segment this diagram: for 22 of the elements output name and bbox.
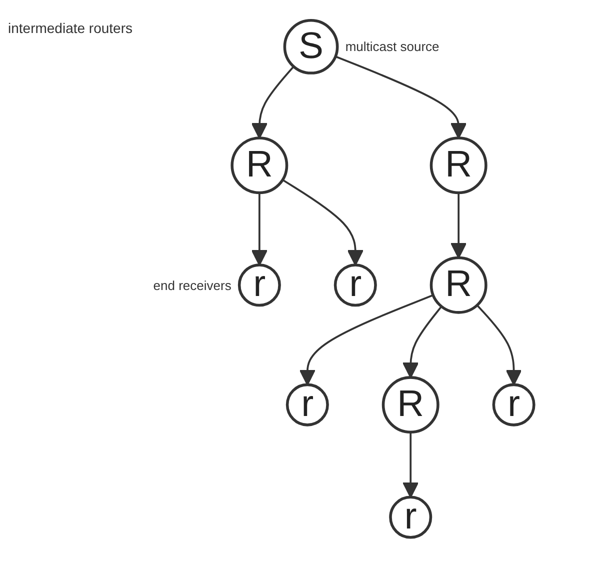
node-circle: R [430,256,488,314]
arrow [450,192,467,258]
node-circle: S [283,19,339,74]
node-circle: r [334,264,377,307]
arrow [335,56,467,139]
arrow [251,192,268,266]
annotation-text: end receivers [153,278,232,293]
node-circle: r [286,383,329,426]
arrow [402,306,442,378]
node-circle: r [238,264,281,307]
node-circle: r [389,496,432,539]
arrow [299,294,434,386]
arrow [282,179,364,266]
node-circle: R [430,136,488,194]
arrow [476,304,522,386]
node-circle: r [492,383,536,426]
arrow [402,432,419,498]
node-circle: R [230,136,288,194]
annotation-text: multicast source [345,39,440,54]
annotation-text: intermediate routers [8,20,134,36]
node-circle: R [382,376,440,434]
arrow [251,66,294,139]
